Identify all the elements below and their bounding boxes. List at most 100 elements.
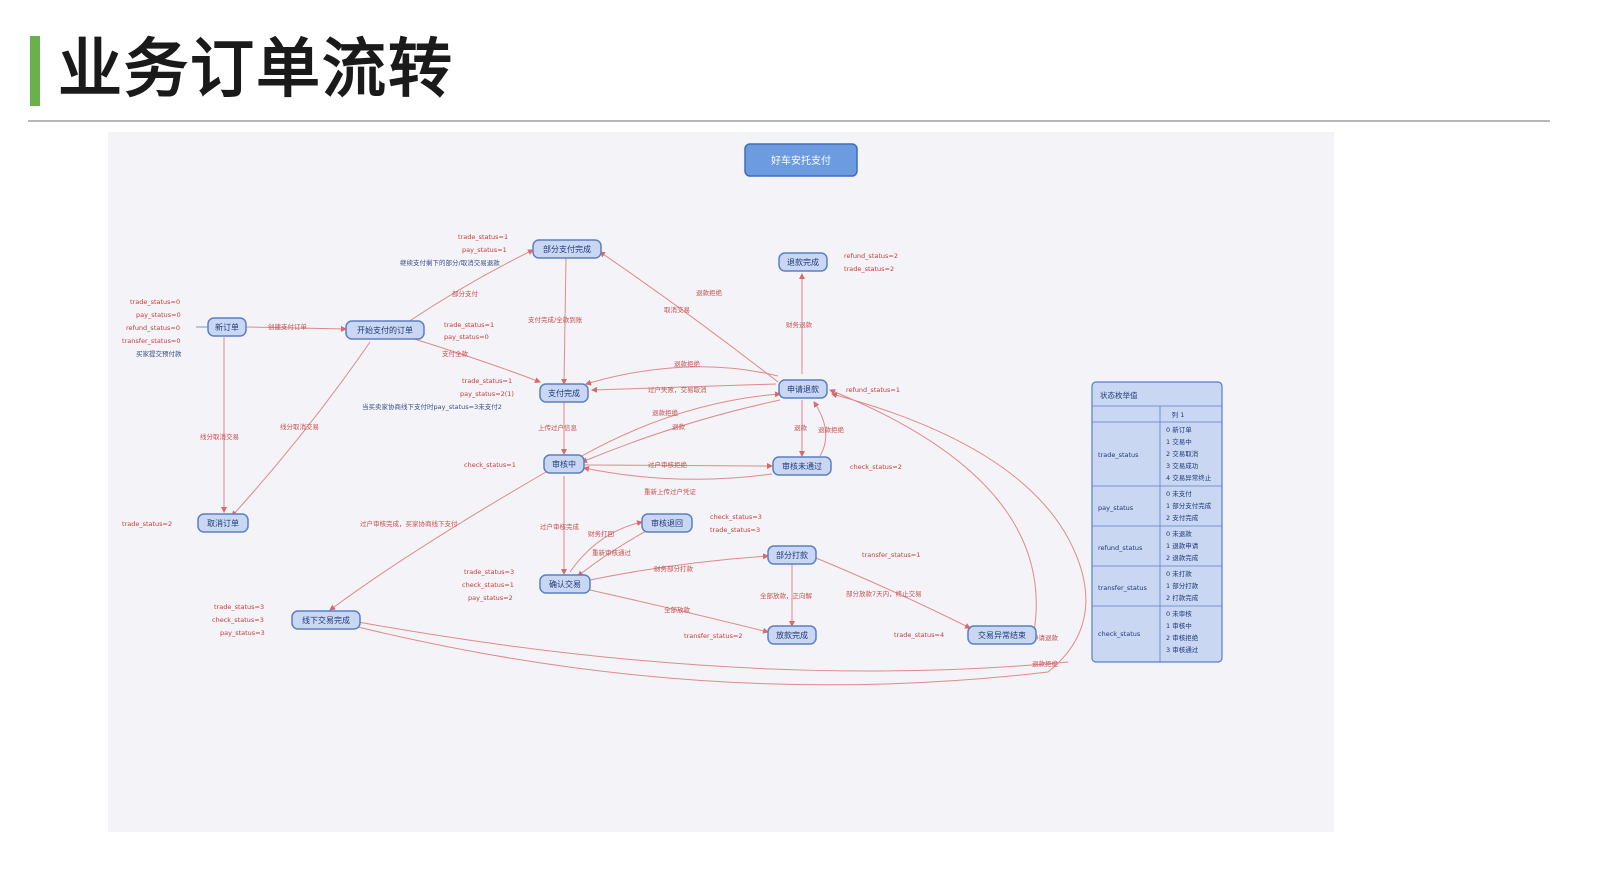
edge-label: 部分放款7天内，终止交易 — [846, 589, 922, 598]
status-annotations: trade_status=0 pay_status=0 refund_statu… — [122, 233, 944, 640]
node-offline-done[interactable]: 线下交易完成 — [291, 610, 361, 630]
svg-text:新订单: 新订单 — [215, 322, 239, 332]
status-label: trade_status=3 — [214, 603, 264, 611]
status-label: transfer_status=1 — [862, 551, 920, 559]
status-label: refund_status=2 — [844, 252, 898, 260]
status-label: pay_status=2 — [468, 594, 513, 602]
svg-text:交易异常结束: 交易异常结束 — [978, 630, 1026, 640]
edge-refund-to-done — [591, 383, 777, 393]
edge-refund-to-part — [599, 251, 779, 383]
svg-text:确认交易: 确认交易 — [549, 579, 581, 589]
status-label: trade_status=1 — [458, 233, 508, 241]
legend-value: 0 未支付 — [1166, 489, 1192, 498]
legend-value: 4 交易异常终止 — [1166, 473, 1212, 482]
edge-label: 支付全款 — [442, 349, 469, 358]
edge-finance-back — [569, 520, 643, 573]
status-label: check_status=3 — [212, 616, 264, 624]
slide-title: 业务订单流转 — [58, 33, 454, 107]
node-start-pay[interactable]: 开始支付的订单 — [345, 320, 425, 340]
edge-offline-link — [357, 621, 1069, 672]
legend-value: 0 未打款 — [1166, 569, 1192, 578]
svg-text:审核中: 审核中 — [552, 459, 576, 469]
edge-label: 退款拒绝 — [674, 359, 701, 368]
node-part-paid[interactable]: 部分支付完成 — [532, 239, 602, 259]
node-pay-done[interactable]: 支付完成 — [539, 383, 589, 403]
edge-cancel-2 — [231, 341, 371, 517]
edge-label: 过户审核拒绝 — [648, 460, 688, 469]
svg-text:好车安托支付: 好车安托支付 — [771, 154, 831, 167]
node-review-fail[interactable]: 审核未通过 — [772, 456, 832, 476]
legend-value: 0 新订单 — [1166, 425, 1192, 434]
status-label: transfer_status=0 — [122, 337, 180, 345]
root-node[interactable]: 好车安托支付 — [744, 143, 858, 177]
node-new-order[interactable]: 新订单 — [207, 317, 247, 337]
status-label: check_status=1 — [464, 461, 516, 469]
legend-value: 2 审核拒绝 — [1166, 633, 1199, 642]
legend-value: 2 退款完成 — [1166, 553, 1199, 562]
edge-full-release — [589, 589, 769, 634]
node-confirm[interactable]: 确认交易 — [539, 574, 591, 594]
node-reviewing[interactable]: 审核中 — [543, 454, 585, 474]
edge-part-transfer — [589, 553, 769, 581]
edge-label: 过户审核完成，买家协商线下支付 — [360, 519, 458, 528]
status-label: trade_status=3 — [710, 526, 760, 534]
title-accent-bar — [30, 36, 40, 106]
edge-offline-refund — [357, 392, 1087, 686]
edge-label: 退款 — [672, 422, 686, 431]
node-transfer-done[interactable]: 放款完成 — [767, 625, 817, 645]
status-label: refund_status=1 — [846, 386, 900, 394]
edge-label: 退款拒绝 — [1032, 659, 1059, 668]
node-cancel[interactable]: 取消订单 — [197, 513, 249, 533]
edge-label: 重新审核通过 — [592, 548, 632, 557]
edge-label: 申请退款 — [1032, 633, 1059, 642]
status-enum-legend: 状态枚举值 列 1 trade_status 0 新订单 1 交易中 2 交易取… — [1091, 381, 1223, 663]
status-label: 继续支付剩下的部分/取消交易退款 — [400, 258, 500, 267]
legend-value: 2 支付完成 — [1166, 513, 1199, 522]
edge-label: 财务退款 — [786, 320, 813, 329]
edge-label: 退款 — [794, 423, 808, 432]
edge-label: 全部放款 — [664, 605, 691, 614]
edge-refund-reject-1 — [585, 366, 779, 386]
status-label: pay_status=3 — [220, 629, 265, 637]
legend-row-name: check_status — [1098, 630, 1141, 638]
edge-part-to-done — [561, 257, 568, 385]
edge-full-pay — [407, 336, 541, 384]
node-part-transfer[interactable]: 部分打款 — [767, 545, 817, 565]
legend-column-header: 列 1 — [1172, 410, 1185, 419]
edge-review-reject — [583, 462, 773, 469]
node-trade-end[interactable]: 交易异常结束 — [967, 625, 1037, 645]
legend-value: 0 未审核 — [1166, 609, 1192, 618]
status-label: trade_status=2 — [122, 520, 172, 528]
svg-text:部分支付完成: 部分支付完成 — [543, 244, 591, 254]
legend-value: 2 打款完成 — [1166, 593, 1199, 602]
status-label: pay_status=2(1) — [460, 390, 514, 398]
status-label: check_status=3 — [710, 513, 762, 521]
node-refund-apply[interactable]: 申请退款 — [778, 379, 828, 399]
edge-reupload — [583, 466, 773, 480]
edge-label: 退款拒绝 — [652, 408, 679, 417]
edge-label: 创建支付订单 — [268, 322, 308, 331]
status-label: pay_status=0 — [136, 311, 181, 319]
status-label: trade_status=2 — [844, 265, 894, 273]
svg-text:审核退回: 审核退回 — [651, 518, 683, 528]
legend-value: 1 审核中 — [1166, 621, 1192, 630]
status-label: trade_status=0 — [130, 298, 180, 306]
edge-labels: 创建支付订单 部分支付 支付全款 支付完成/全款到账 取消交易 退款拒绝 过户失… — [200, 288, 1059, 668]
status-label: pay_status=1 — [462, 246, 507, 254]
legend-value: 1 交易中 — [1166, 437, 1192, 446]
edge-label: 部分支付 — [452, 289, 479, 298]
legend-value: 1 退款申请 — [1166, 541, 1199, 550]
edge-label: 退款拒绝 — [696, 288, 723, 297]
node-refund-done[interactable]: 退款完成 — [778, 252, 828, 272]
legend-row-name: transfer_status — [1098, 584, 1148, 592]
legend-value: 2 交易取消 — [1166, 449, 1199, 458]
legend-row-name: refund_status — [1098, 544, 1143, 552]
edge-create-pay — [245, 325, 347, 332]
legend-value: 0 未退款 — [1166, 529, 1192, 538]
svg-text:审核未通过: 审核未通过 — [782, 461, 822, 471]
legend-title: 状态枚举值 — [1100, 390, 1138, 400]
state-diagram: 创建支付订单 部分支付 支付全款 支付完成/全款到账 取消交易 退款拒绝 过户失… — [122, 143, 1223, 686]
node-review-back[interactable]: 审核退回 — [641, 513, 693, 533]
status-label: pay_status=0 — [444, 333, 489, 341]
status-label: trade_status=3 — [464, 568, 514, 576]
